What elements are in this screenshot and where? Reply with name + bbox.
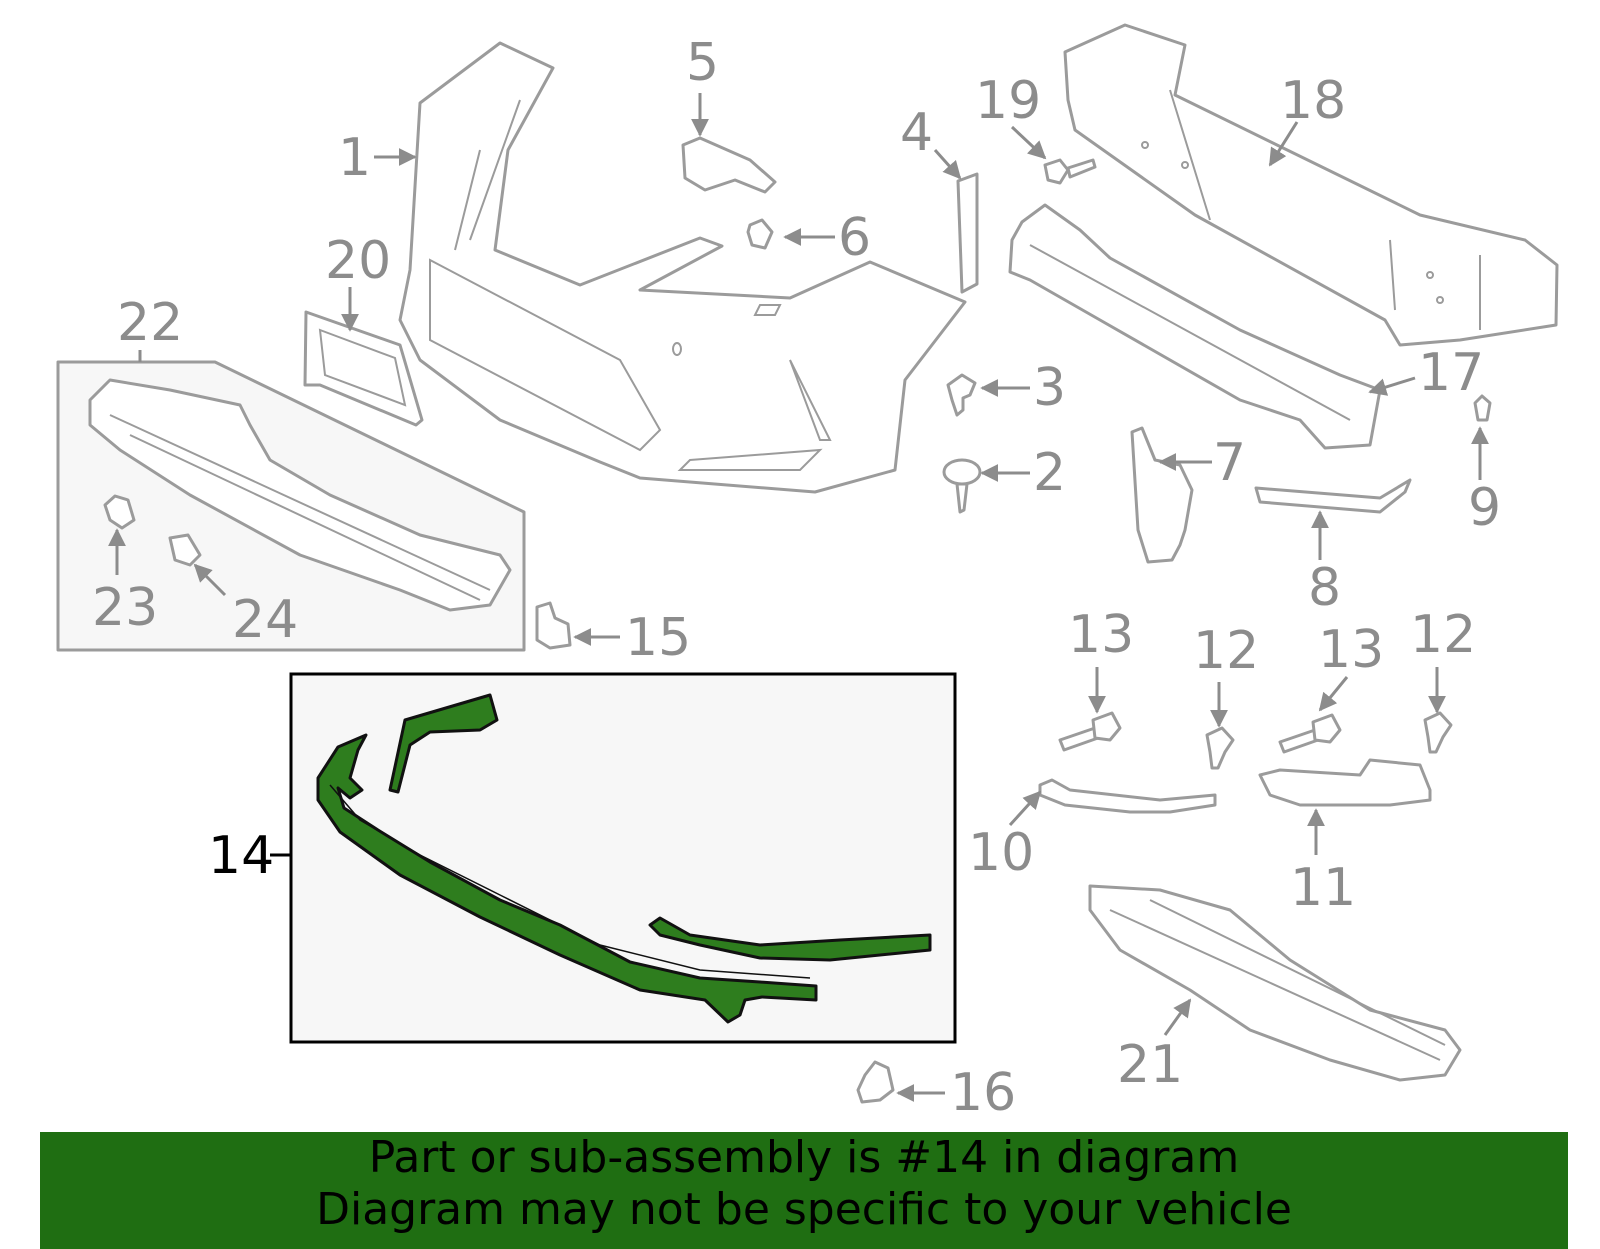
callout-17: 17: [1418, 343, 1484, 403]
callout-7: 7: [1213, 433, 1246, 493]
callout-22: 22: [117, 293, 183, 353]
callout-14: 14: [208, 826, 274, 886]
callout-12b: 12: [1410, 605, 1476, 665]
callout-labels: 1 2 3 4 5 6 7 8 9 10 11 12 12 13 13 14 1…: [92, 33, 1501, 1123]
leader-lines: [108, 93, 1489, 1102]
banner-line-1: Part or sub-assembly is #14 in diagram: [368, 1132, 1240, 1183]
callout-3: 3: [1033, 358, 1066, 418]
callout-15: 15: [625, 608, 691, 668]
callout-19: 19: [975, 71, 1041, 131]
part-9-clip[interactable]: [1473, 394, 1492, 422]
part-6-clip[interactable]: [746, 218, 774, 250]
part-15-bracket[interactable]: [535, 601, 572, 650]
part-11-bracket[interactable]: [1258, 758, 1432, 807]
banner-line-2: Diagram may not be specific to your vehi…: [316, 1184, 1292, 1235]
callout-5: 5: [686, 33, 719, 93]
part-5-bracket[interactable]: [681, 136, 777, 194]
info-banner: Part or sub-assembly is #14 in diagram D…: [40, 1132, 1568, 1249]
callout-9: 9: [1468, 478, 1501, 538]
part-13a-bolt[interactable]: [1058, 711, 1122, 752]
callout-12a: 12: [1193, 621, 1259, 681]
part-13b-bolt[interactable]: [1278, 713, 1342, 754]
part-24-clip[interactable]: [168, 533, 202, 567]
callout-1: 1: [338, 128, 371, 188]
callout-16: 16: [950, 1063, 1016, 1123]
part-18-reinforcement[interactable]: [1063, 23, 1559, 347]
part-12a-clip[interactable]: [1205, 726, 1235, 770]
callout-11: 11: [1290, 858, 1356, 918]
part-12b-clip[interactable]: [1423, 711, 1453, 754]
callout-18: 18: [1280, 71, 1346, 131]
part-3-clip[interactable]: [946, 373, 977, 417]
callout-2: 2: [1033, 443, 1066, 503]
part-4-strip[interactable]: [956, 172, 979, 294]
part-20-license-bracket[interactable]: [303, 310, 424, 427]
callout-20: 20: [325, 231, 391, 291]
part-14-highlight-box[interactable]: [289, 672, 957, 1044]
callout-6: 6: [838, 208, 871, 268]
callout-13b: 13: [1318, 620, 1384, 680]
part-19-bolt[interactable]: [1043, 158, 1097, 185]
part-17-absorber[interactable]: [1008, 203, 1382, 450]
part-7-bracket[interactable]: [1130, 426, 1194, 564]
part-2-screw[interactable]: [942, 458, 982, 514]
part-16-clip[interactable]: [856, 1060, 895, 1104]
part-1-bumper-cover[interactable]: [398, 41, 967, 494]
callout-13a: 13: [1068, 605, 1134, 665]
callout-21: 21: [1117, 1035, 1183, 1095]
part-22-group: [56, 360, 526, 652]
callout-24: 24: [232, 590, 298, 650]
part-10-bracket[interactable]: [1038, 778, 1217, 814]
callout-4: 4: [900, 103, 933, 163]
part-23-clip[interactable]: [103, 494, 136, 530]
callout-23: 23: [92, 578, 158, 638]
part-21-undercover[interactable]: [1088, 884, 1462, 1082]
part-8-strip[interactable]: [1254, 478, 1412, 514]
callout-10: 10: [968, 823, 1034, 883]
callout-8: 8: [1308, 558, 1341, 618]
